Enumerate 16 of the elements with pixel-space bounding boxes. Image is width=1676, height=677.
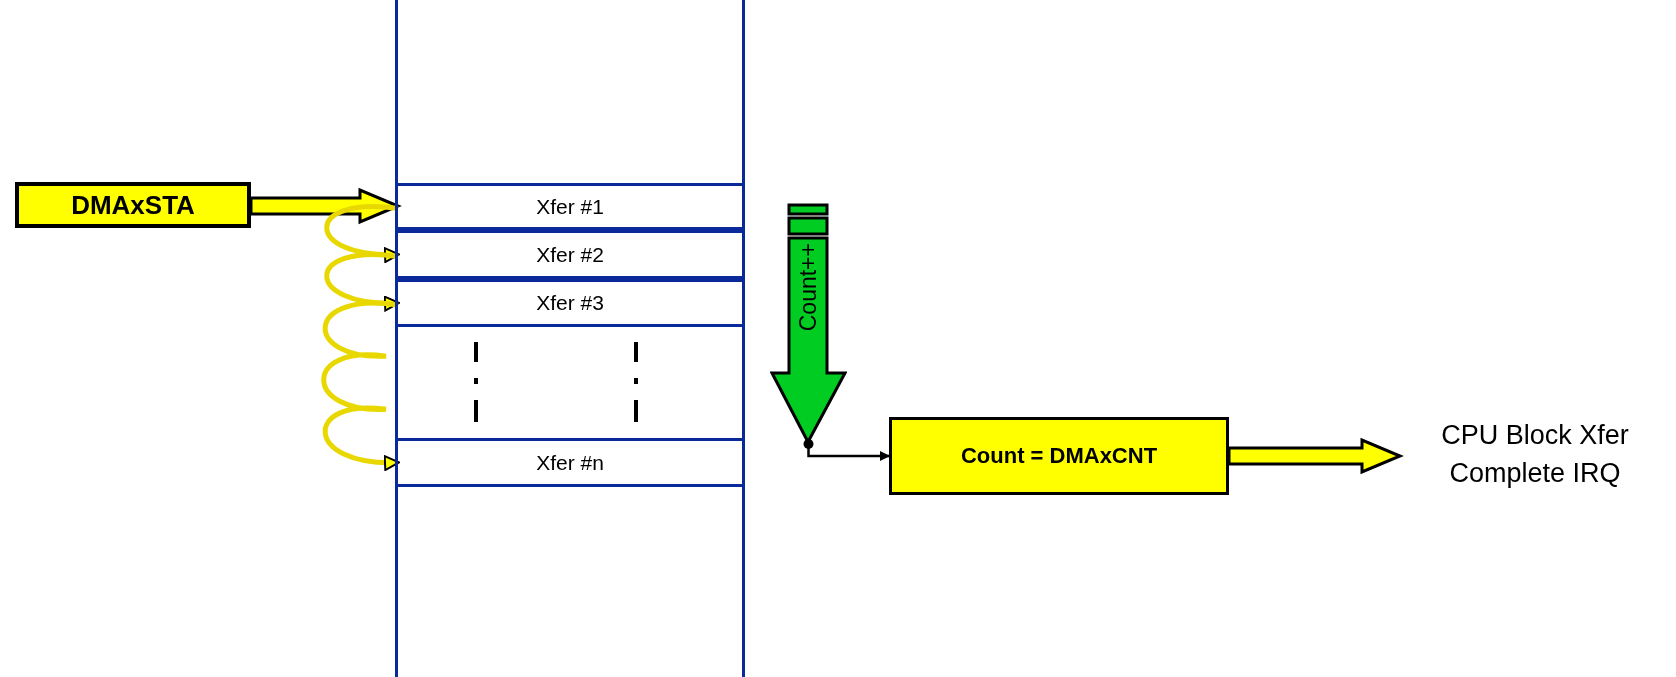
output-text: CPU Block Xfer Complete IRQ — [1400, 405, 1670, 505]
curved-arrow — [324, 204, 400, 263]
register-box: DMAxSTA — [15, 182, 251, 228]
down-arrow — [770, 203, 847, 444]
register-box: Count = DMAxCNT — [889, 417, 1229, 495]
arrow-label: Count++ — [795, 243, 822, 332]
curved-arrow — [321, 300, 400, 471]
block-arrow — [1227, 437, 1404, 475]
curved-arrow — [324, 252, 400, 311]
transfer-slot: Xfer #3 — [398, 279, 742, 327]
buffer-column — [395, 0, 745, 677]
block-arrow — [249, 187, 402, 225]
transfer-slot: Xfer #2 — [398, 230, 742, 279]
arrow — [803, 439, 890, 461]
transfer-slot: Xfer #n — [398, 438, 742, 487]
transfer-slot: Xfer #1 — [398, 183, 742, 230]
